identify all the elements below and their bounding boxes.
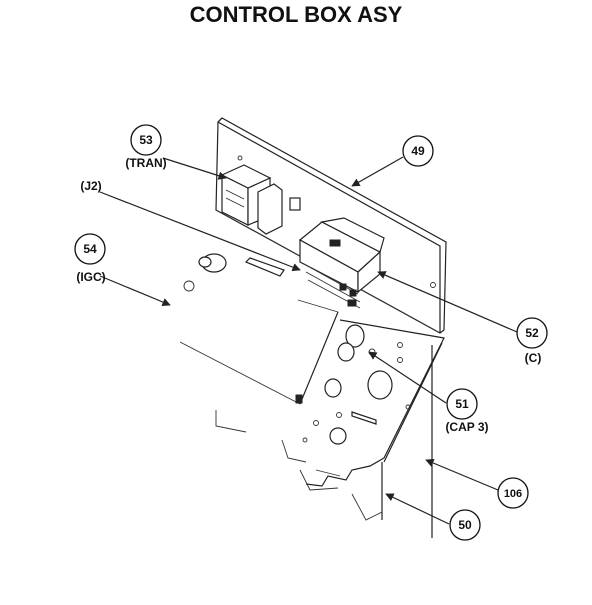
j2-label: (J2) <box>80 179 101 193</box>
callout-54-number: 54 <box>83 242 97 256</box>
callout-49-number: 49 <box>411 144 425 158</box>
callout-50-number: 50 <box>458 518 472 532</box>
contactor <box>298 217 385 309</box>
callout-54: 54 (IGC) <box>74 233 106 284</box>
callout-53: 53 (TRAN) <box>125 124 167 170</box>
callout-106: 106 <box>497 477 529 509</box>
callout-54-label: (IGC) <box>76 270 105 284</box>
callout-52-label: (C) <box>525 351 542 365</box>
leader-lines <box>99 156 518 525</box>
callout-52-number: 52 <box>525 326 539 340</box>
callout-51-label: (CAP 3) <box>445 420 488 434</box>
callout-53-number: 53 <box>139 133 153 147</box>
callout-52: 52 (C) <box>516 317 548 365</box>
callout-106-number: 106 <box>504 488 522 500</box>
callout-49: 49 <box>402 135 434 167</box>
callout-51-number: 51 <box>455 397 469 411</box>
diagram-title: CONTROL BOX ASY <box>190 2 403 27</box>
callout-50: 50 <box>449 509 481 541</box>
label-j2: (J2) <box>80 179 101 193</box>
callout-53-label: (TRAN) <box>125 156 166 170</box>
transformer <box>220 164 301 235</box>
side-plate <box>215 319 445 538</box>
callout-51: 51 (CAP 3) <box>445 388 489 434</box>
igc-board <box>179 253 339 405</box>
